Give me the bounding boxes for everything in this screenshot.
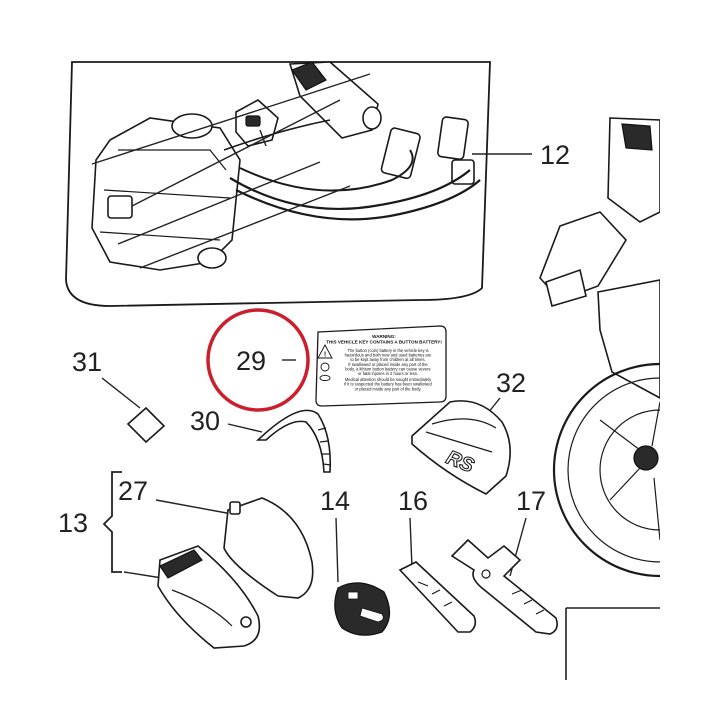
callout-31: 31	[72, 347, 102, 377]
warning-text-line: or fatal injuries in 2 hours or less.	[358, 371, 418, 376]
callout-13: 13	[58, 508, 88, 538]
part-27-key-shell	[223, 497, 314, 599]
harness-wires	[223, 119, 481, 221]
warning-text-lines: The button (coin) battery in the vehicle…	[344, 348, 432, 391]
warning-text-line: If swallowed or placed inside any part o…	[348, 362, 428, 367]
callout-17: 17	[516, 486, 546, 516]
warning-text-line: or placed inside any part of the body.	[355, 386, 422, 391]
part-31-pad	[126, 406, 166, 444]
part-17-emergency-key	[450, 538, 558, 635]
part-14-key-head	[334, 582, 391, 636]
part-30-strap	[255, 409, 332, 473]
svg-text:!: !	[324, 352, 326, 359]
battery-side-icon	[319, 374, 331, 382]
callout-27: 27	[118, 476, 148, 506]
warning-triangle-icon	[317, 344, 333, 359]
harness-inset	[65, 61, 532, 307]
callout-32: 32	[496, 368, 526, 398]
motorcycle-rear	[539, 117, 720, 578]
battery-coin-icon	[320, 362, 330, 372]
warning-text-line: Medical attention should be sought immed…	[345, 377, 432, 382]
callout-14: 14	[320, 486, 350, 516]
warning-label: WARNING: THIS VEHICLE KEY CONTAINS A BUT…	[315, 325, 447, 407]
control-unit	[91, 113, 241, 271]
callout-29: 29	[236, 346, 266, 376]
callout-16: 16	[398, 486, 428, 516]
warning-text-line: The button (coin) battery in the vehicle…	[347, 348, 428, 353]
part-13-key-fob	[157, 545, 261, 649]
warning-text-line: to be kept away from children at all tim…	[350, 357, 425, 362]
callout-12: 12	[540, 140, 570, 170]
warning-text-line: hazardous and both new and used batterie…	[345, 353, 432, 358]
warning-subtitle: THIS VEHICLE KEY CONTAINS A BUTTON BATTE…	[326, 340, 442, 345]
warning-text-line: body, a lithium button battery can cause…	[345, 366, 431, 371]
warning-text-line: if it is suspected the battery has been …	[344, 382, 432, 387]
part-16-key-blade	[398, 561, 477, 633]
part-32-key-fob-cover: RS	[411, 400, 511, 495]
warning-title: WARNING:	[372, 334, 396, 339]
harness-connectors	[235, 61, 475, 185]
right-crop	[660, 50, 720, 670]
callout-30: 30	[190, 406, 220, 436]
highlight-circle	[206, 308, 310, 412]
